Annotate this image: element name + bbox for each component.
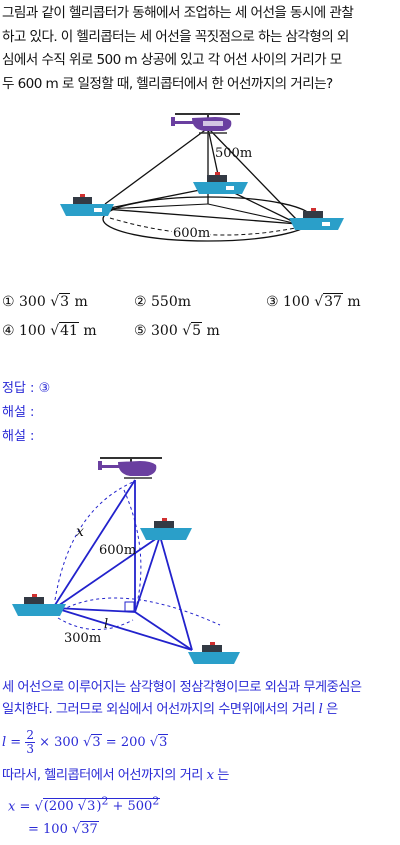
question-text: 그림과 같이 헬리콥터가 동해에서 조업하는 세 어선을 동시에 관찰 하고 있… <box>2 2 398 96</box>
choice-1[interactable]: ① 300 √3 m <box>2 293 88 310</box>
heli-line <box>207 127 299 222</box>
boat-icon <box>289 208 344 230</box>
distance-label: 600m <box>173 226 210 241</box>
question-line-3: 심에서 수직 위로 500 m 상공에 있고 각 어선 사이의 거리가 모 <box>2 52 342 68</box>
choice-4[interactable]: ④ 100 √41 m <box>2 322 97 339</box>
solution-line-1: 세 어선으로 이루어지는 삼각형이 정삼각형이므로 외심과 무게중심은 <box>2 680 362 695</box>
question-line-1: 그림과 같이 헬리콥터가 동해에서 조업하는 세 어선을 동시에 관찰 <box>2 5 354 21</box>
choice-3[interactable]: ③ 100 √37 m <box>266 293 361 310</box>
explain-label-2: 해설 : <box>2 429 35 444</box>
l-label: l <box>104 617 108 632</box>
boat-icon <box>188 642 240 664</box>
base-label: 300m <box>64 631 101 646</box>
x-label: x <box>76 524 84 540</box>
choices: ① 300 √3 m ② 550m ③ 100 √37 m ④ 100 √41 … <box>0 293 400 354</box>
boat-icon <box>193 172 248 194</box>
distance-dashed-line <box>109 217 296 236</box>
choice-2[interactable]: ② 550m <box>134 294 192 310</box>
solution-line-3: 따라서, 헬리콥터에서 어선까지의 거리 x 는 <box>2 768 229 783</box>
triangle-side <box>104 208 299 225</box>
helicopter-icon <box>171 113 240 134</box>
answer-label: 정답 : ③ <box>2 381 51 396</box>
equation-3: = 100 √37 <box>28 821 99 837</box>
height-label-2: 600m <box>99 543 136 558</box>
equation-1: l = 2 3 × 300 √3 = 200 √3 <box>2 728 169 756</box>
boat-icon <box>140 518 192 540</box>
explain-label-1: 해설 : <box>2 405 35 420</box>
center-line <box>207 203 299 225</box>
question-line-4: 두 600 m 로 일정할 때, 헬리콥터에서 한 어선까지의 거리는? <box>2 75 333 92</box>
boat-icon <box>60 194 114 216</box>
solution-line-2: 일치한다. 그러므로 외심에서 어선까지의 수면위에서의 거리 l 은 <box>2 702 338 717</box>
equation-2: x = √(200 √3)2 + 5002 <box>8 795 161 815</box>
figure-helicopter-boats: 500m 600m <box>60 113 344 242</box>
question-line-2: 하고 있다. 이 헬리콥터는 세 어선을 꼭짓점으로 하는 삼각형의 외 <box>2 28 349 45</box>
center-line <box>104 203 209 210</box>
boat-icon <box>12 594 66 616</box>
helicopter-icon <box>98 457 162 479</box>
solution-block: 세 어선으로 이루어지는 삼각형이 정삼각형이므로 외심과 무게중심은 일치한다… <box>2 677 398 721</box>
heli-line <box>104 127 209 205</box>
height-label: 500m <box>215 146 252 161</box>
figure-solution: x 600m l 300m <box>12 457 240 664</box>
choice-5[interactable]: ⑤ 300 √5 m <box>134 322 220 339</box>
